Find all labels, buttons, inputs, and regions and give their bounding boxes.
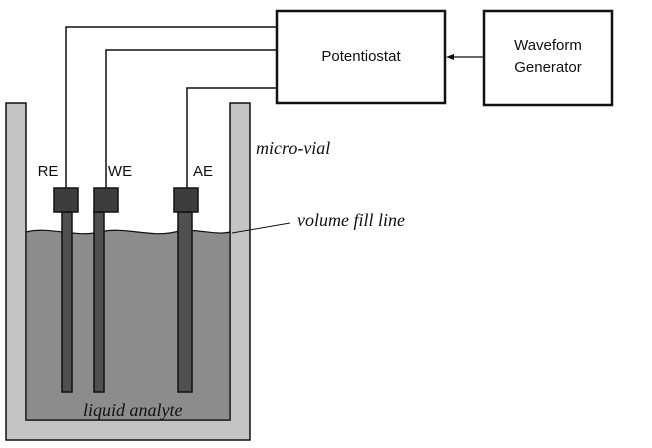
re-wire — [65, 26, 277, 188]
volume-fill-line-label: volume fill line — [297, 210, 405, 230]
re-cap — [53, 187, 79, 213]
potentiostat-box — [275, 9, 447, 105]
we-cap — [93, 187, 119, 213]
we-wire — [105, 49, 277, 188]
micro-vial — [5, 102, 251, 441]
re-label: RE — [38, 163, 59, 180]
signal-arrowhead — [446, 54, 454, 60]
re-rod — [61, 211, 73, 393]
fill-line-leader — [231, 222, 291, 234]
ae-rod — [177, 211, 193, 393]
micro-vial-label: micro-vial — [256, 138, 330, 158]
we-label: WE — [108, 163, 132, 180]
we-rod — [93, 211, 105, 393]
auxiliary-electrode — [173, 187, 199, 393]
waveform-generator-label-line2: Generator — [514, 59, 582, 76]
potentiostat-label: Potentiostat — [321, 48, 401, 65]
ae-cap — [173, 187, 199, 213]
liquid-analyte — [25, 229, 231, 421]
waveform-generator-label-line1: Waveform — [514, 37, 582, 54]
ae-wire — [186, 87, 277, 188]
ae-label: AE — [193, 163, 213, 180]
working-electrode — [93, 187, 119, 393]
waveform-generator-box — [482, 9, 614, 107]
reference-electrode — [53, 187, 79, 393]
liquid-analyte-label: liquid analyte — [83, 400, 182, 420]
